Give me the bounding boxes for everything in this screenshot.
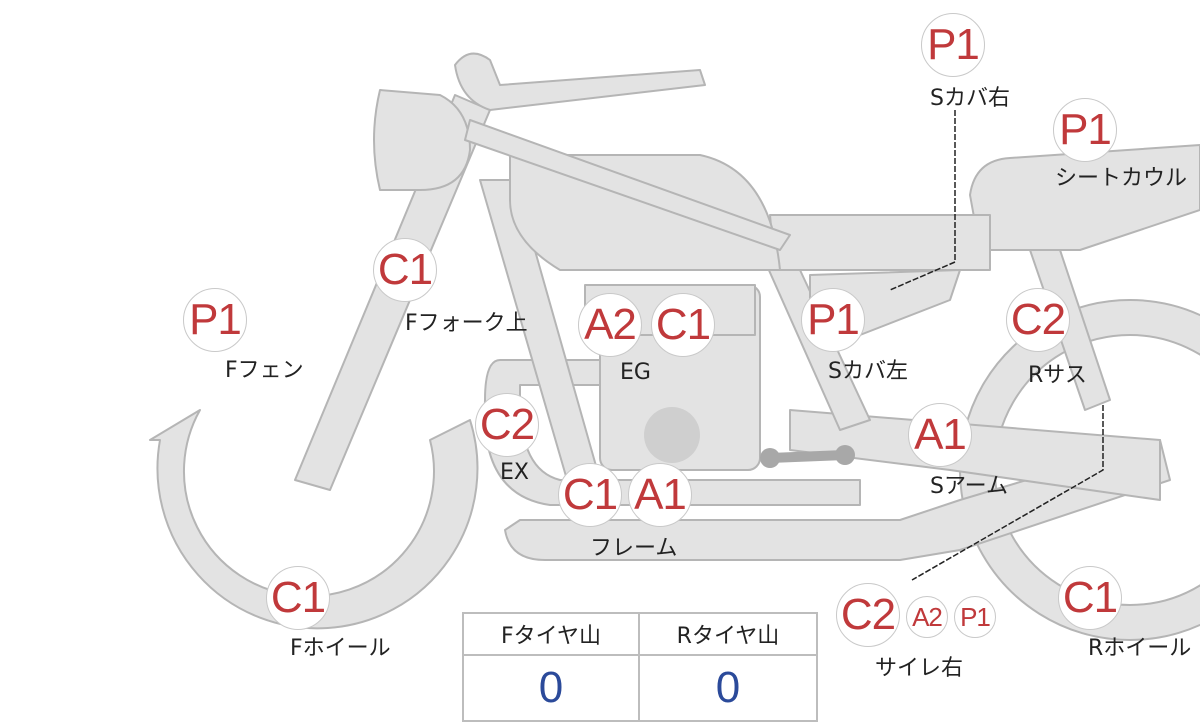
label-s-cover-right: Sカバ右: [930, 86, 1010, 111]
leader-line-s-cover-right: [889, 110, 956, 291]
badge-swingarm: A1: [908, 403, 972, 467]
badge-s-cover-left: P1: [801, 288, 865, 352]
badge-engine-2: C1: [651, 293, 715, 357]
badge-exhaust: C2: [475, 393, 539, 457]
front-wheel: [149, 409, 479, 630]
label-frame: フレーム: [590, 536, 678, 561]
label-seat-cowl: シートカウル: [1055, 166, 1188, 191]
rear-wheel: [959, 299, 1200, 641]
label-r-wheel: Rホイール: [1088, 636, 1192, 661]
badge-engine-1: A2: [578, 293, 642, 357]
badge-f-fender: P1: [183, 288, 247, 352]
badge-seat-cowl: P1: [1053, 98, 1117, 162]
badge-frame-1: C1: [558, 463, 622, 527]
badge-s-cover-right: P1: [921, 13, 985, 77]
value-rear-tire: 0: [715, 663, 741, 712]
header-front-tire: Fタイヤ山: [464, 614, 640, 656]
value-front-tire: 0: [464, 656, 640, 720]
badge-silencer-2: A2: [906, 596, 948, 638]
label-r-suspension: Rサス: [1028, 363, 1087, 388]
label-engine: EG: [620, 360, 651, 385]
badge-frame-2: A1: [628, 463, 692, 527]
fuel-tank: [509, 154, 781, 271]
label-f-wheel: Fホイール: [290, 636, 391, 661]
swingarm-shape: [789, 409, 1161, 501]
seat-cowl-shape: [969, 144, 1200, 251]
badge-r-wheel: C1: [1058, 566, 1122, 630]
label-exhaust: EX: [500, 460, 529, 485]
headlight: [373, 89, 471, 191]
badge-r-suspension: C2: [1006, 288, 1070, 352]
leader-line-silencer: [911, 405, 1104, 581]
badge-f-fork-upper: C1: [373, 238, 437, 302]
label-s-cover-left: Sカバ左: [828, 359, 908, 384]
badge-silencer-3: P1: [954, 596, 996, 638]
header-rear-tire: Rタイヤ山: [640, 614, 816, 656]
badge-f-wheel: C1: [266, 566, 330, 630]
label-f-fork-upper: Fフォーク上: [405, 311, 528, 336]
handlebar: [454, 52, 706, 111]
label-silencer-right: サイレ右: [875, 656, 964, 681]
label-f-fender: Fフェン: [225, 358, 304, 383]
badge-silencer-1: C2: [836, 583, 900, 647]
tire-tread-table: Fタイヤ山 Rタイヤ山 0 0: [462, 612, 818, 722]
label-swingarm: Sアーム: [930, 474, 1008, 499]
seat-shape: [769, 214, 991, 271]
